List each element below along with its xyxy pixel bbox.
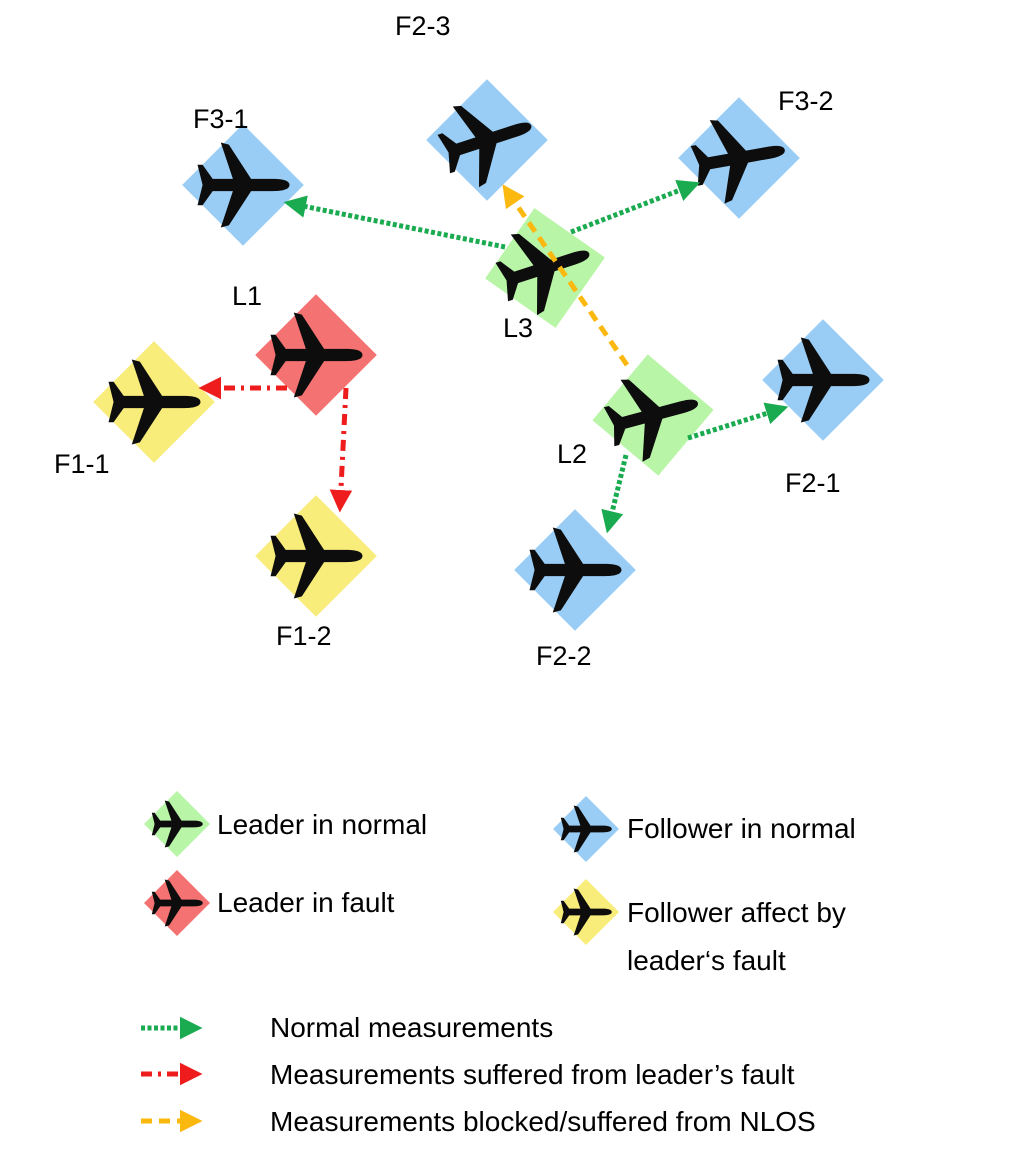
node-f2-3 [426, 79, 548, 201]
legend-leader-fault-label: Leader in fault [217, 887, 395, 918]
legend-follower-normal-icon [553, 796, 619, 862]
legend-nodes: Leader in normal Follower in normal Lead… [144, 791, 856, 976]
legend-follower-affected-label-line2: leader‘s fault [627, 945, 786, 976]
node-f2-1 [762, 319, 884, 441]
edge-l3-to-f3-2 [570, 179, 701, 235]
node-label-f2-1: F2-1 [785, 468, 841, 498]
node-l2 [592, 354, 714, 476]
legend-follower-affected-icon [553, 879, 619, 945]
node-f1-2 [255, 495, 377, 617]
legend-leader-normal-icon [144, 791, 210, 857]
legend-diamond [553, 796, 619, 862]
node-label-f2-2: F2-2 [536, 641, 592, 671]
node-l3 [485, 208, 605, 328]
node-label-l3: L3 [503, 313, 533, 343]
legend-lines: Normal measurements Measurements suffere… [141, 1012, 816, 1137]
node-label-l1: L1 [232, 281, 262, 311]
edge-l2-to-f2-2 [601, 454, 629, 534]
node-f1-1 [93, 341, 215, 463]
legend-fault-measurement-label: Measurements suffered from leader’s faul… [270, 1059, 795, 1090]
node-f3-2 [678, 97, 800, 219]
node-f2-2 [514, 509, 636, 631]
node-label-f2-3: F2-3 [395, 11, 451, 41]
node-l1 [255, 294, 377, 416]
legend-diamond [144, 870, 210, 936]
edge-l3-to-f3-1 [283, 195, 506, 250]
legend-leader-fault-icon [144, 870, 210, 936]
node-f3-1 [182, 124, 304, 246]
node-label-f1-1: F1-1 [54, 449, 110, 479]
legend-follower-affected-label: Follower affect by [627, 897, 846, 928]
legend-diamond [553, 879, 619, 945]
edge-l2-to-f2-1 [687, 402, 789, 441]
node-label-f3-1: F3-1 [193, 104, 249, 134]
legend-diamond [144, 791, 210, 857]
edge-l1-to-f1-2 [329, 387, 353, 513]
node-label-f1-2: F1-2 [276, 621, 332, 651]
edge-layer [198, 179, 789, 534]
legend-nlos-measurement-label: Measurements blocked/suffered from NLOS [270, 1106, 816, 1137]
legend-normal-measurement-label: Normal measurements [270, 1012, 553, 1043]
node-layer [93, 79, 884, 631]
node-label-f3-2: F3-2 [778, 86, 834, 116]
node-label-l2: L2 [557, 439, 587, 469]
legend-leader-normal-label: Leader in normal [217, 809, 427, 840]
legend-follower-normal-label: Follower in normal [627, 813, 856, 844]
